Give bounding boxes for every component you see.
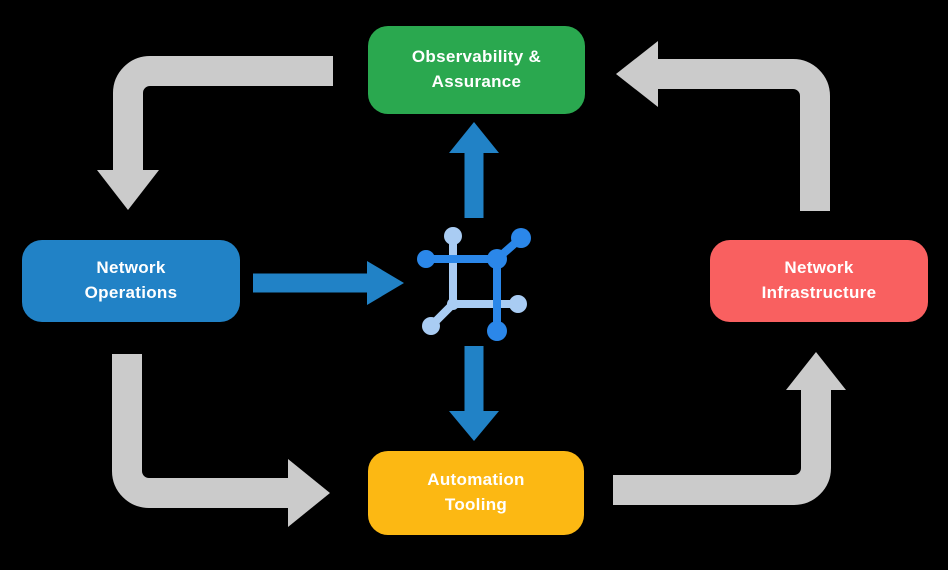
node-observability-assurance: Observability & Assurance [368, 26, 585, 114]
icon-node-right [509, 295, 527, 313]
node-label: Automation Tooling [427, 470, 525, 514]
node-label: Network Infrastructure [761, 258, 877, 302]
node-label: Observability & Assurance [411, 47, 542, 91]
icon-node-top-right [511, 228, 531, 248]
icon-node-bottom-left [422, 317, 440, 335]
icon-node-bottom [487, 321, 507, 341]
arrowhead-right-icon [288, 459, 330, 527]
cycle-arrow-operations-to-automation [112, 354, 330, 527]
network-automation-icon [417, 227, 531, 341]
arrow-shaft [613, 390, 831, 505]
icon-node-top [444, 227, 462, 245]
flow-arrow-center-to-automation [449, 346, 499, 441]
arrow-shaft [112, 354, 288, 508]
arrowhead-up-icon [786, 352, 846, 390]
flow-arrow-center-to-observability [449, 122, 499, 218]
icon-junction-light [447, 298, 459, 310]
flow-arrow-operations-to-center [253, 261, 404, 305]
arrowhead-left-icon [616, 41, 658, 107]
arrowhead-up-icon [449, 122, 499, 153]
arrowhead-right-icon [367, 261, 404, 305]
arrowhead-down-icon [97, 170, 159, 210]
cycle-arrow-infrastructure-to-observability [616, 41, 830, 211]
cycle-arrow-observability-to-operations [97, 56, 333, 210]
icon-junction-dark [487, 249, 507, 269]
cycle-arrow-automation-to-infrastructure [613, 352, 846, 505]
arrowhead-down-icon [449, 411, 499, 441]
node-network-infrastructure: Network Infrastructure [710, 240, 928, 322]
arrow-shaft [113, 56, 333, 170]
arrow-shaft [658, 59, 830, 211]
node-label: Network Operations [84, 258, 178, 302]
icon-node-left [417, 250, 435, 268]
node-automation-tooling: Automation Tooling [368, 451, 584, 535]
node-network-operations: Network Operations [22, 240, 240, 322]
